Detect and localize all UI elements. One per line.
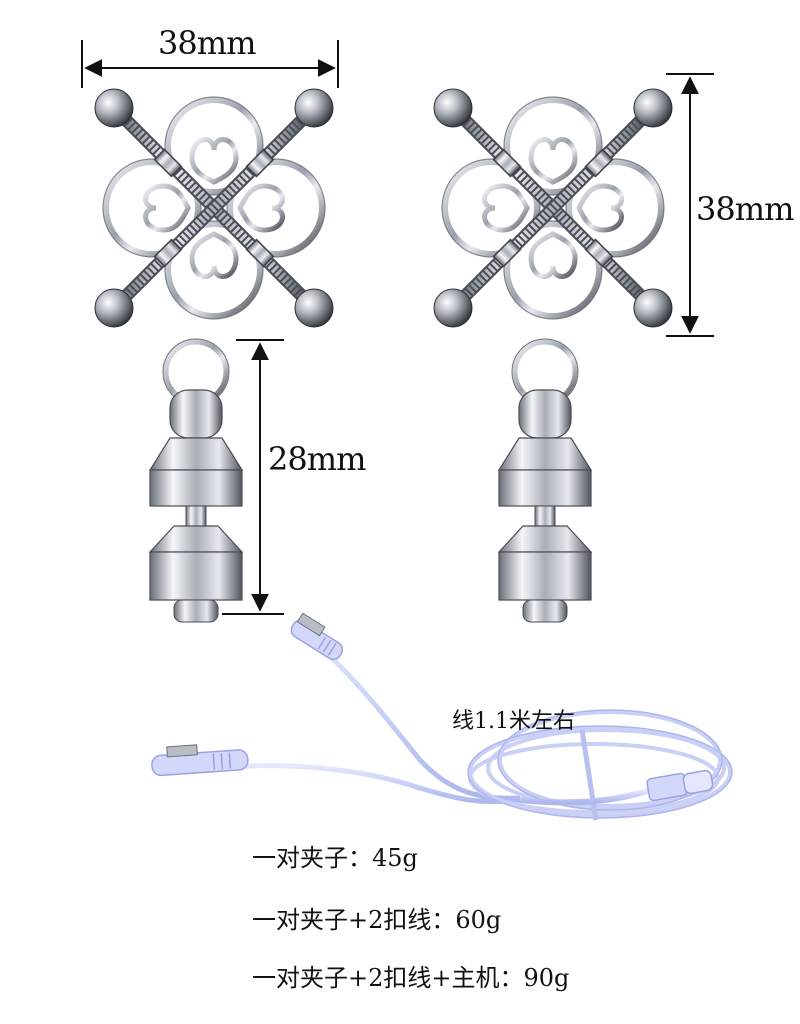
- clamp-width-label: 38mm: [158, 24, 256, 62]
- weight-height-label: 28mm: [268, 440, 366, 478]
- dimension-lines: [81, 40, 714, 615]
- weight-line-clamps: 一对夹子：45g: [252, 844, 418, 872]
- weight-line-clamps-cable-host: 一对夹子+2扣线+主机：90g: [252, 964, 570, 992]
- cable: [151, 612, 733, 821]
- clamp-height-label: 38mm: [696, 190, 794, 228]
- right-clamp: [434, 89, 672, 622]
- cable-length-note: 线1.1米左右: [452, 709, 575, 734]
- weight-line-clamps-cable: 一对夹子+2扣线：60g: [252, 906, 502, 934]
- left-clamp: [95, 89, 333, 622]
